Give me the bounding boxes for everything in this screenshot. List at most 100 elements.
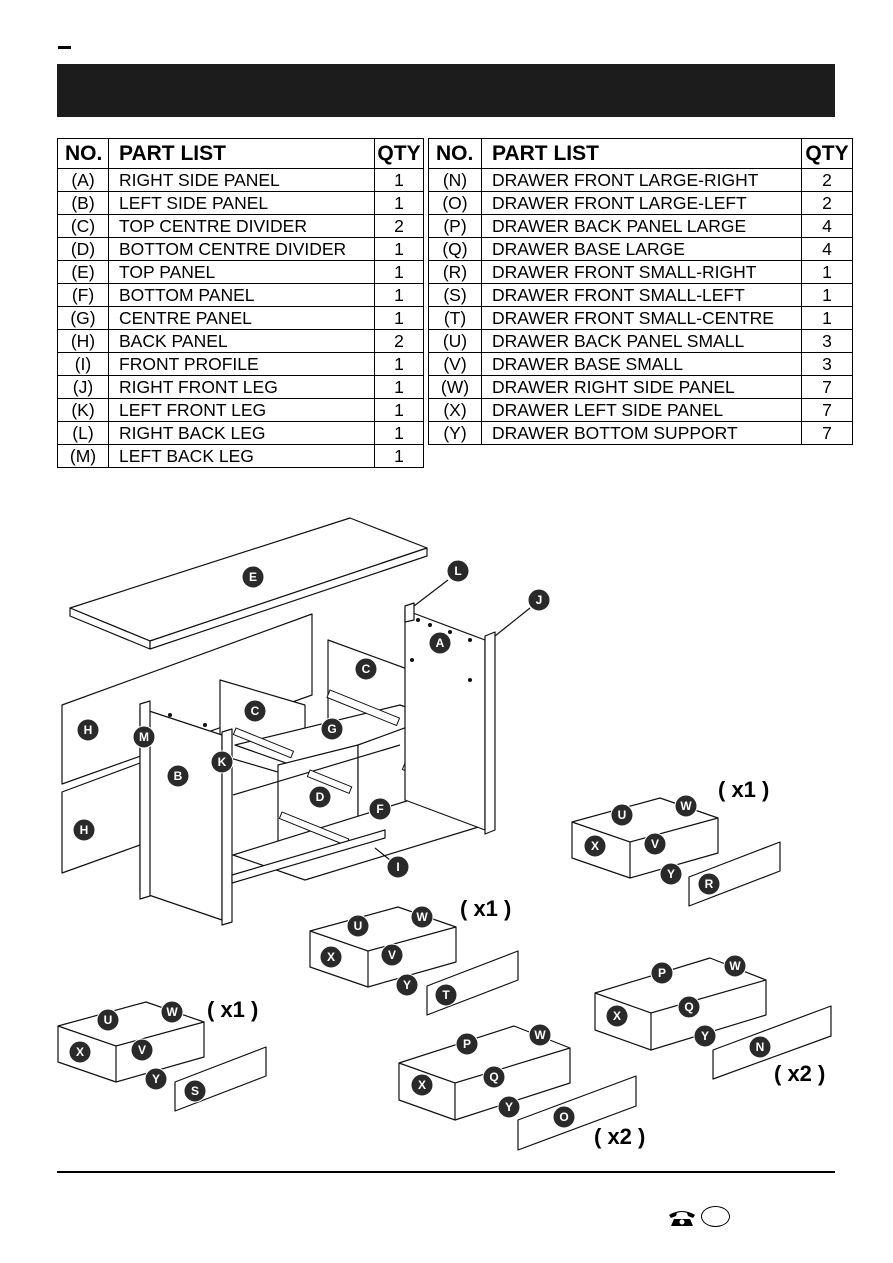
callout-L: L [413, 559, 470, 607]
svg-text:L: L [454, 564, 461, 578]
svg-text:T: T [442, 988, 450, 1002]
svg-text:W: W [680, 799, 692, 813]
svg-text:F: F [376, 802, 383, 816]
part-no: (I) [57, 352, 109, 376]
callout-G: G [320, 717, 344, 741]
svg-text:J: J [536, 593, 543, 607]
svg-text:E: E [249, 570, 257, 584]
back-panel-upper [61, 613, 313, 785]
part-no: (C) [57, 214, 109, 238]
part-name: LEFT BACK LEG [108, 444, 375, 468]
svg-text:Y: Y [152, 1072, 160, 1086]
part-name: DRAWER FRONT SMALL-RIGHT [481, 260, 802, 284]
svg-text:V: V [388, 948, 396, 962]
callout-K: K [210, 750, 234, 774]
callout-C-right: C [354, 657, 378, 681]
callout-C-left: C [243, 699, 267, 723]
part-no: (Q) [428, 237, 482, 261]
part-qty: 1 [374, 444, 424, 468]
svg-text:X: X [591, 839, 599, 853]
part-qty: 1 [801, 283, 853, 307]
part-no: (M) [57, 444, 109, 468]
svg-text:V: V [651, 837, 659, 851]
svg-text:W: W [166, 1005, 178, 1019]
callout-M: M [132, 725, 156, 749]
title-banner [57, 64, 835, 117]
svg-text:( x1 ): ( x1 ) [718, 777, 769, 802]
part-qty: 1 [374, 191, 424, 215]
part-qty: 1 [801, 260, 853, 284]
right-front-leg [484, 631, 496, 835]
header-no: NO. [428, 138, 482, 169]
part-qty: 2 [374, 329, 424, 353]
part-qty: 1 [374, 306, 424, 330]
drawer-assembly-S: U W X V Y S ( x1 ) [57, 997, 267, 1112]
part-name: LEFT FRONT LEG [108, 398, 375, 422]
svg-text:C: C [251, 704, 260, 718]
part-name: DRAWER BACK PANEL SMALL [481, 329, 802, 353]
svg-text:P: P [463, 1037, 471, 1051]
front-profile [231, 829, 386, 884]
svg-text:I: I [396, 860, 399, 874]
part-no: (O) [428, 191, 482, 215]
right-side-panel [404, 609, 486, 831]
svg-text:( x2 ): ( x2 ) [774, 1061, 825, 1086]
part-name: LEFT SIDE PANEL [108, 191, 375, 215]
part-name: DRAWER BACK PANEL LARGE [481, 214, 802, 238]
header-qty: QTY [374, 138, 424, 169]
part-name: DRAWER FRONT SMALL-CENTRE [481, 306, 802, 330]
svg-text:A: A [436, 636, 445, 650]
callout-E: E [241, 565, 265, 589]
svg-text:Y: Y [667, 867, 675, 881]
part-name: TOP CENTRE DIVIDER [108, 214, 375, 238]
part-name: DRAWER FRONT LARGE-RIGHT [481, 168, 802, 192]
svg-text:K: K [218, 755, 227, 769]
part-no: (F) [57, 283, 109, 307]
parts-table-header: NO. PART LIST QTY [57, 138, 424, 169]
part-qty: 1 [374, 375, 424, 399]
part-no: (J) [57, 375, 109, 399]
part-name: DRAWER LEFT SIDE PANEL [481, 398, 802, 422]
part-qty: 1 [374, 168, 424, 192]
header-part-list: PART LIST [108, 138, 375, 169]
part-name: RIGHT FRONT LEG [108, 375, 375, 399]
part-no: (R) [428, 260, 482, 284]
footer-rule [57, 1171, 835, 1173]
svg-text:P: P [658, 966, 666, 980]
svg-text:Q: Q [684, 1000, 693, 1014]
part-qty: 1 [374, 260, 424, 284]
part-name: BACK PANEL [108, 329, 375, 353]
part-name: DRAWER FRONT SMALL-LEFT [481, 283, 802, 307]
part-no: (A) [57, 168, 109, 192]
part-qty: 3 [801, 352, 853, 376]
part-no: (L) [57, 421, 109, 445]
part-qty: 1 [374, 398, 424, 422]
parts-table-header: NO. PART LIST QTY [428, 138, 853, 169]
svg-text:( x2 ): ( x2 ) [594, 1124, 645, 1149]
svg-text:Y: Y [403, 978, 411, 992]
svg-text:M: M [139, 730, 149, 744]
part-no: (D) [57, 237, 109, 261]
part-name: RIGHT BACK LEG [108, 421, 375, 445]
part-qty: 7 [801, 375, 853, 399]
callout-H-lower: H [72, 818, 96, 842]
part-qty: 3 [801, 329, 853, 353]
part-qty: 7 [801, 421, 853, 445]
svg-text:( x1 ): ( x1 ) [207, 997, 258, 1022]
part-name: FRONT PROFILE [108, 352, 375, 376]
part-qty: 1 [374, 237, 424, 261]
callout-I: I [374, 847, 410, 879]
